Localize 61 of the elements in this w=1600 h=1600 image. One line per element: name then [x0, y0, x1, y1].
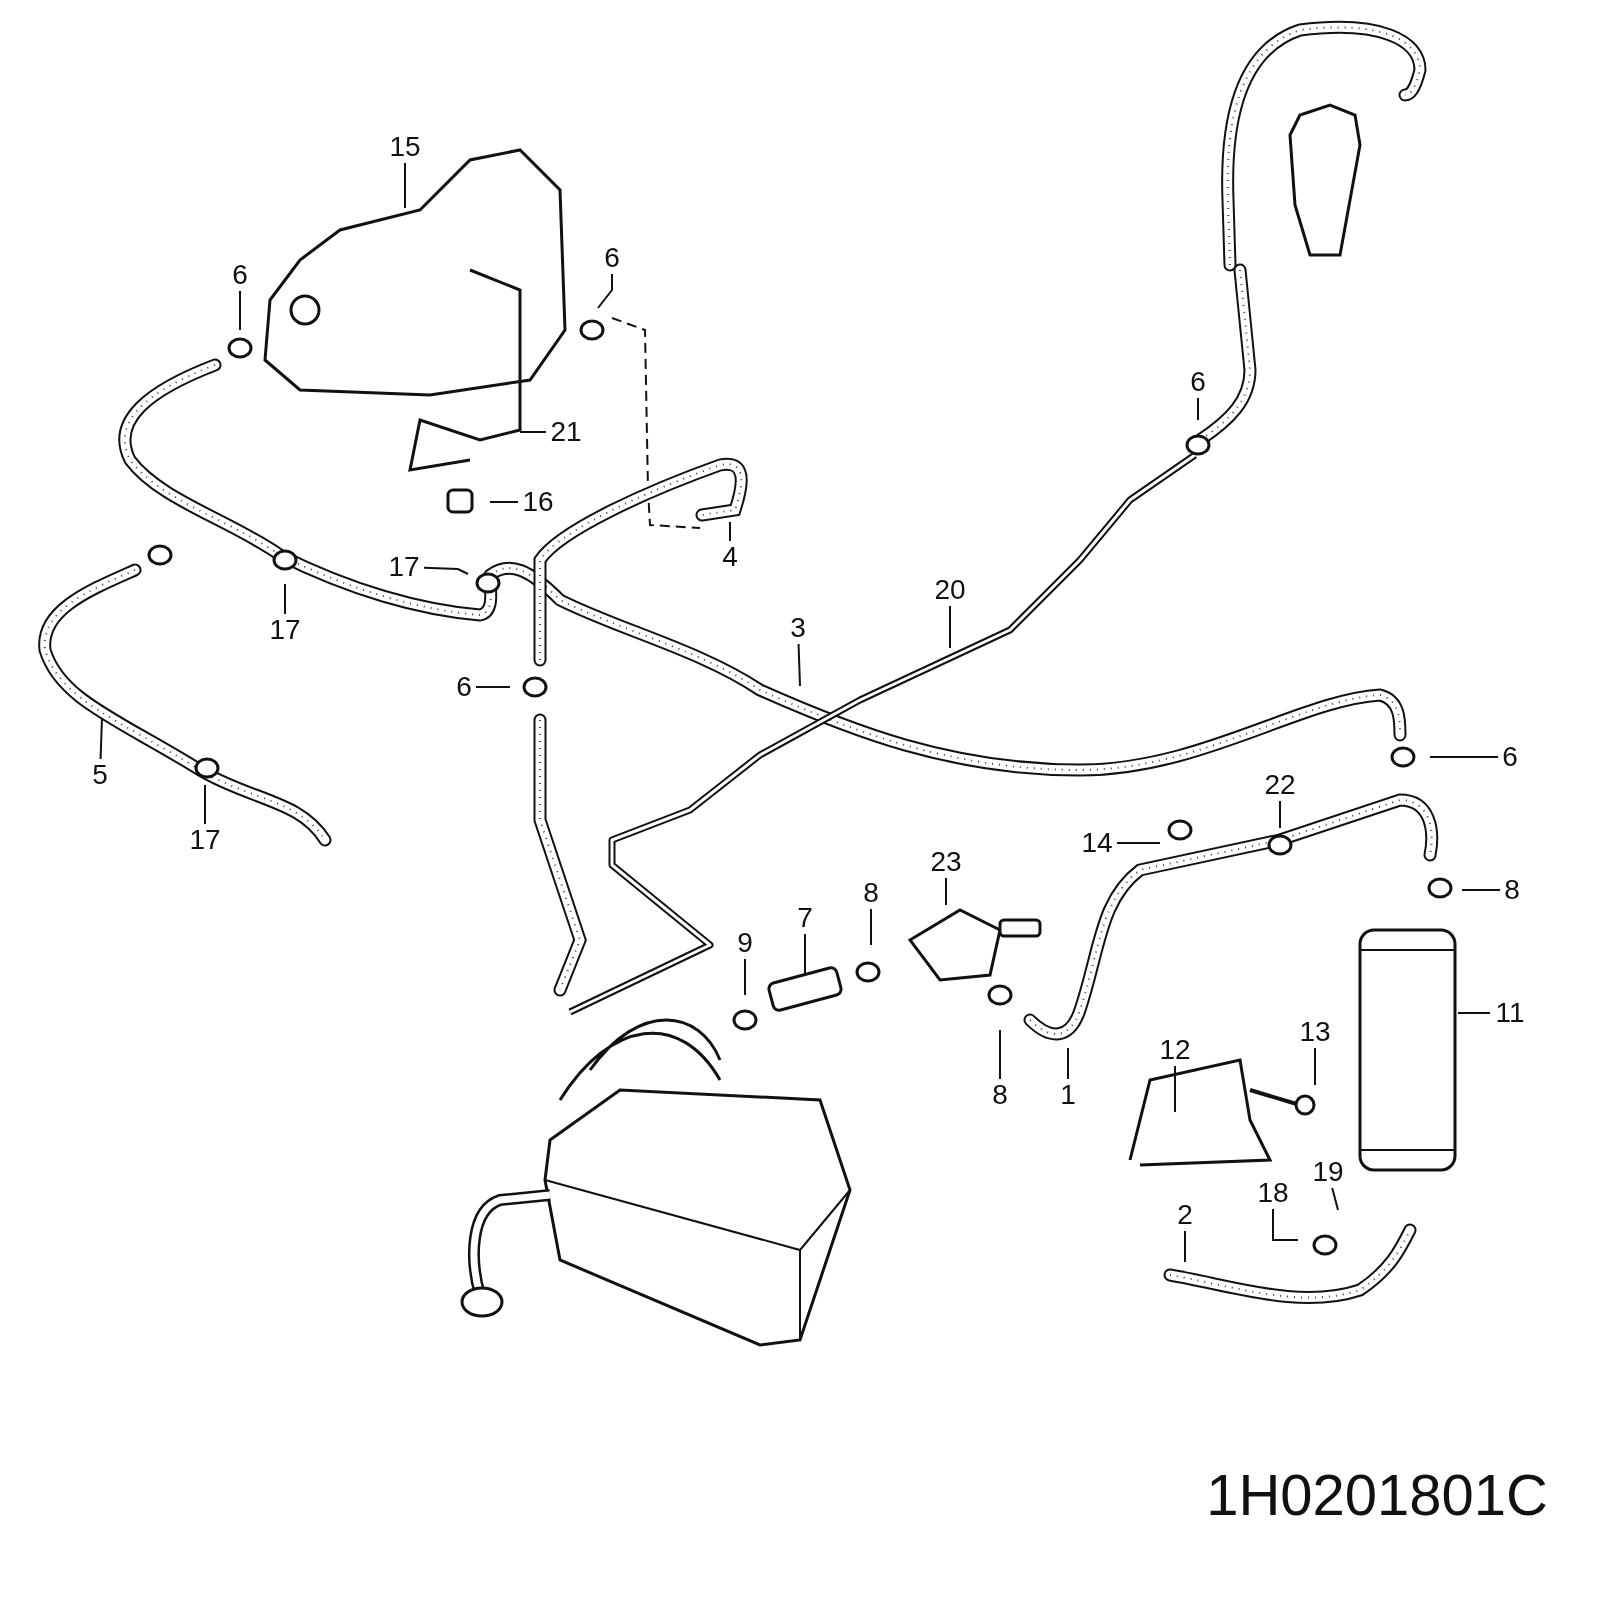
leader-line — [1116, 842, 1161, 844]
leader-line — [949, 605, 951, 649]
leader-line — [1067, 1047, 1069, 1080]
callout-number: 13 — [1299, 1017, 1331, 1047]
callout-number: 3 — [790, 613, 806, 643]
leader-line — [1272, 1208, 1299, 1241]
callout-number: 6 — [1190, 367, 1206, 397]
callout-number: 4 — [722, 542, 738, 572]
callout-number: 2 — [1177, 1200, 1193, 1230]
callout-number: 8 — [1504, 875, 1520, 905]
leader-line — [519, 431, 547, 433]
callout-number: 17 — [269, 615, 301, 645]
callout-number: 8 — [863, 878, 879, 908]
leader-line — [204, 784, 206, 825]
leader-line — [999, 1029, 1001, 1080]
callout-number: 23 — [930, 847, 962, 877]
leader-line — [1461, 889, 1501, 891]
leader-line — [489, 501, 519, 503]
callout-number: 18 — [1257, 1178, 1289, 1208]
callout-number: 16 — [522, 487, 554, 517]
callout-number: 6 — [604, 243, 620, 273]
leader-line — [804, 933, 806, 976]
leader-line — [1429, 756, 1499, 758]
callout-number: 1 — [1060, 1080, 1076, 1110]
leader-line — [1314, 1047, 1316, 1086]
callout-number: 8 — [992, 1080, 1008, 1110]
leader-line — [284, 583, 286, 615]
leader-line — [870, 908, 872, 946]
leader-line — [1279, 800, 1281, 829]
leader-line — [1197, 397, 1199, 421]
callout-number: 22 — [1264, 770, 1296, 800]
leader-line — [1457, 1012, 1491, 1014]
callout-number: 6 — [232, 260, 248, 290]
leader-line — [404, 162, 406, 209]
leader-line — [729, 521, 731, 542]
callout-number: 15 — [389, 132, 421, 162]
callout-number: 17 — [388, 552, 420, 582]
leader-line — [475, 686, 511, 688]
callout-number: 17 — [189, 825, 221, 855]
leader-line — [797, 643, 801, 687]
callout-number: 20 — [934, 575, 966, 605]
callout-number: 5 — [92, 760, 108, 790]
callout-number: 19 — [1312, 1157, 1344, 1187]
leader-line — [597, 273, 613, 309]
leader-line — [423, 566, 469, 575]
leader-line — [945, 877, 947, 906]
callout-number: 6 — [456, 672, 472, 702]
callout-number: 21 — [550, 417, 582, 447]
callout-number: 12 — [1159, 1035, 1191, 1065]
callout-number: 11 — [1495, 998, 1525, 1028]
part-number: 1H0201801C — [1206, 1461, 1548, 1528]
leader-line — [1331, 1187, 1339, 1211]
leader-line — [1174, 1065, 1176, 1113]
leader-line — [1184, 1230, 1186, 1263]
callout-number: 9 — [737, 928, 753, 958]
leader-line — [744, 958, 746, 996]
callout-number: 7 — [797, 903, 813, 933]
callout-number: 14 — [1081, 828, 1113, 858]
callout-number: 6 — [1502, 742, 1518, 772]
leader-line — [99, 717, 103, 760]
leader-line — [239, 290, 241, 331]
